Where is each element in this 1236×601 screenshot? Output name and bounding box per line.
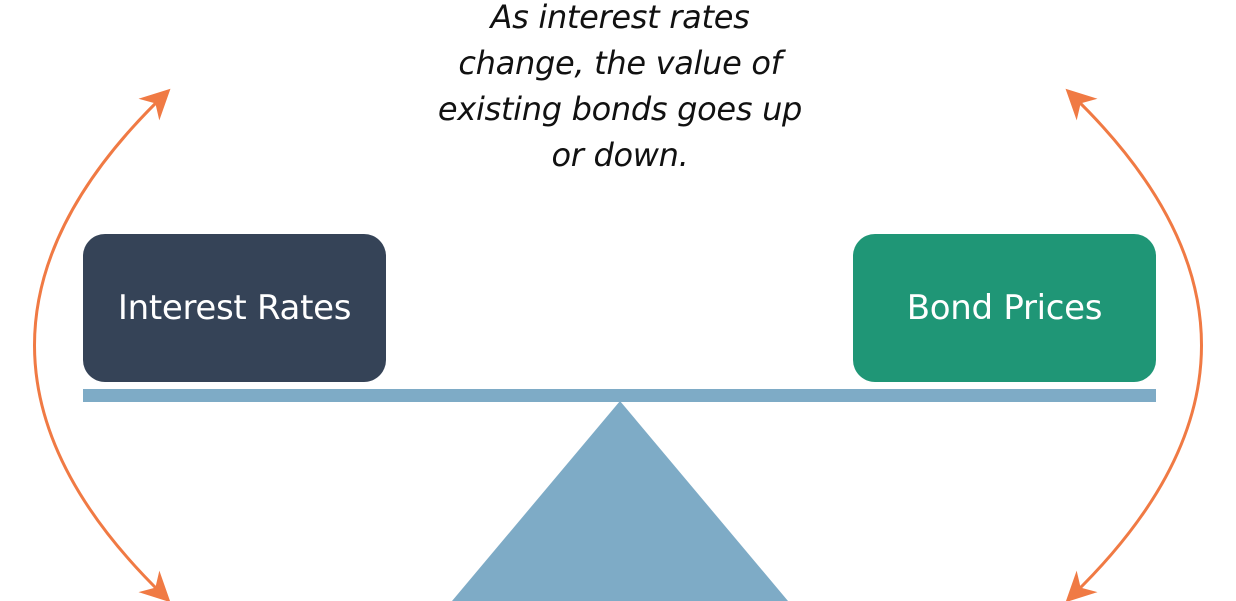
interest-rates-box: Interest Rates: [83, 234, 386, 382]
caption-line-4: or down.: [551, 136, 689, 174]
caption-text: As interest rates change, the value of e…: [410, 0, 830, 178]
interest-rates-label: Interest Rates: [117, 288, 352, 328]
left-curved-double-arrow: [33, 88, 171, 601]
right-curved-double-arrow: [1065, 88, 1203, 601]
bond-prices-box: Bond Prices: [853, 234, 1156, 382]
caption-line-3: existing bonds goes up: [437, 90, 803, 128]
caption-line-2: change, the value of: [458, 44, 782, 82]
caption-line-1: As interest rates: [490, 0, 750, 36]
bond-prices-label: Bond Prices: [906, 288, 1103, 328]
fulcrum-triangle: [452, 401, 788, 601]
seesaw-beam: [83, 389, 1156, 402]
